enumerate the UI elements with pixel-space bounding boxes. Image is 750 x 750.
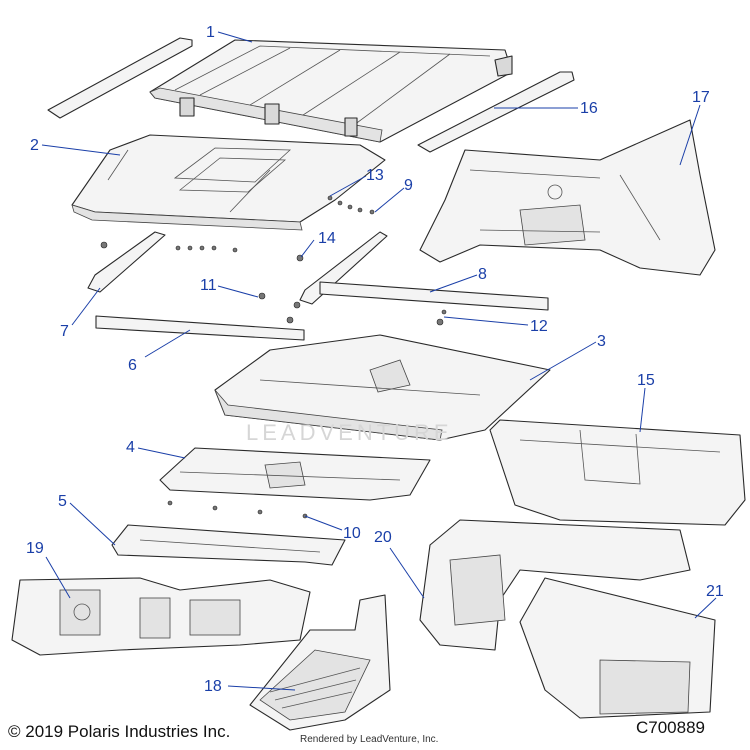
render-credit: Rendered by LeadVenture, Inc. (300, 734, 439, 745)
part-5-bar-panel (111, 524, 346, 566)
callout-14: 14 (318, 230, 336, 247)
part-7-left-trim (87, 231, 166, 293)
callout-2: 2 (30, 137, 39, 154)
callout-9: 9 (404, 177, 413, 194)
watermark: LEADVENTURE (246, 420, 453, 445)
callout-7: 7 (60, 323, 69, 340)
callout-3: 3 (597, 333, 606, 350)
part-20-wheel-well (419, 519, 691, 651)
callout-16: 16 (580, 100, 598, 117)
callout-21: 21 (706, 583, 724, 600)
callout-17: 17 (692, 89, 710, 106)
callout-10: 10 (343, 525, 361, 542)
callout-18: 18 (204, 678, 222, 695)
callout-8: 8 (478, 266, 487, 283)
callout-13: 13 (366, 167, 384, 184)
callout-20: 20 (374, 529, 392, 546)
callout-labels: 1 2 3 4 5 6 7 8 9 10 11 12 13 14 15 16 1… (26, 24, 724, 695)
callout-5: 5 (58, 493, 67, 510)
part-1-roof (149, 39, 513, 143)
part-3-floor-tray (214, 334, 551, 441)
part-8-cross-bar (319, 281, 549, 311)
callout-4: 4 (126, 439, 135, 456)
callout-12: 12 (530, 318, 548, 335)
part-4-lower-tray (159, 447, 431, 501)
fasteners (100, 195, 447, 519)
part-21-rear-corner (519, 577, 716, 719)
part-18-floor-grate (249, 594, 391, 731)
part-16-seal-strips (47, 37, 575, 153)
callout-15: 15 (637, 372, 655, 389)
part-17-rear-panel (419, 119, 716, 276)
callout-1: 1 (206, 24, 215, 41)
leader-lines (41, 31, 717, 691)
drawing-id: C700889 (636, 718, 706, 737)
part-6-front-bar (95, 315, 305, 341)
copyright-text: © 2019 Polaris Industries Inc. (8, 722, 231, 741)
callout-19: 19 (26, 540, 44, 557)
part-2-headliner (71, 134, 386, 231)
callout-11: 11 (200, 277, 217, 294)
part-19-dash-frame (11, 577, 311, 656)
part-15-side-panel (489, 419, 746, 526)
callout-6: 6 (128, 357, 137, 374)
